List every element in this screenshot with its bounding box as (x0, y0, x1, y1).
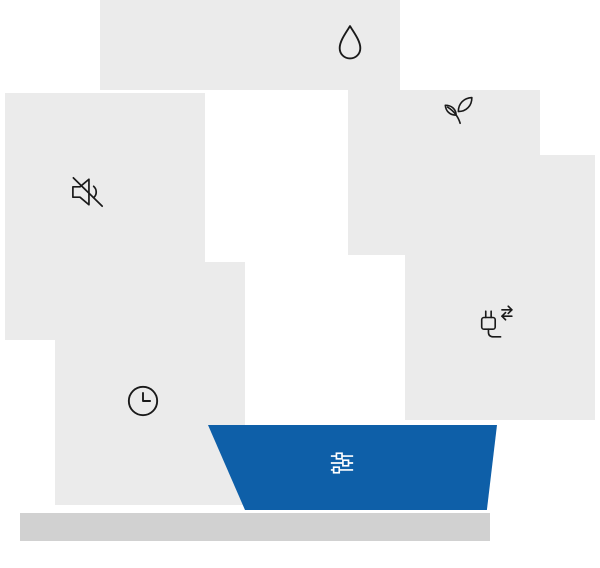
water-drop-icon (335, 23, 365, 61)
tile-water[interactable] (100, 0, 400, 90)
tile-time[interactable] (55, 262, 245, 505)
tile-settings-accent[interactable] (208, 425, 497, 510)
clock-icon (126, 384, 160, 418)
plug-swap-icon (477, 304, 517, 340)
base-bar (20, 513, 490, 541)
sliders-icon (329, 450, 355, 476)
leaf-icon (439, 94, 475, 130)
tile-power[interactable] (405, 155, 595, 420)
speaker-muted-icon (69, 175, 107, 209)
